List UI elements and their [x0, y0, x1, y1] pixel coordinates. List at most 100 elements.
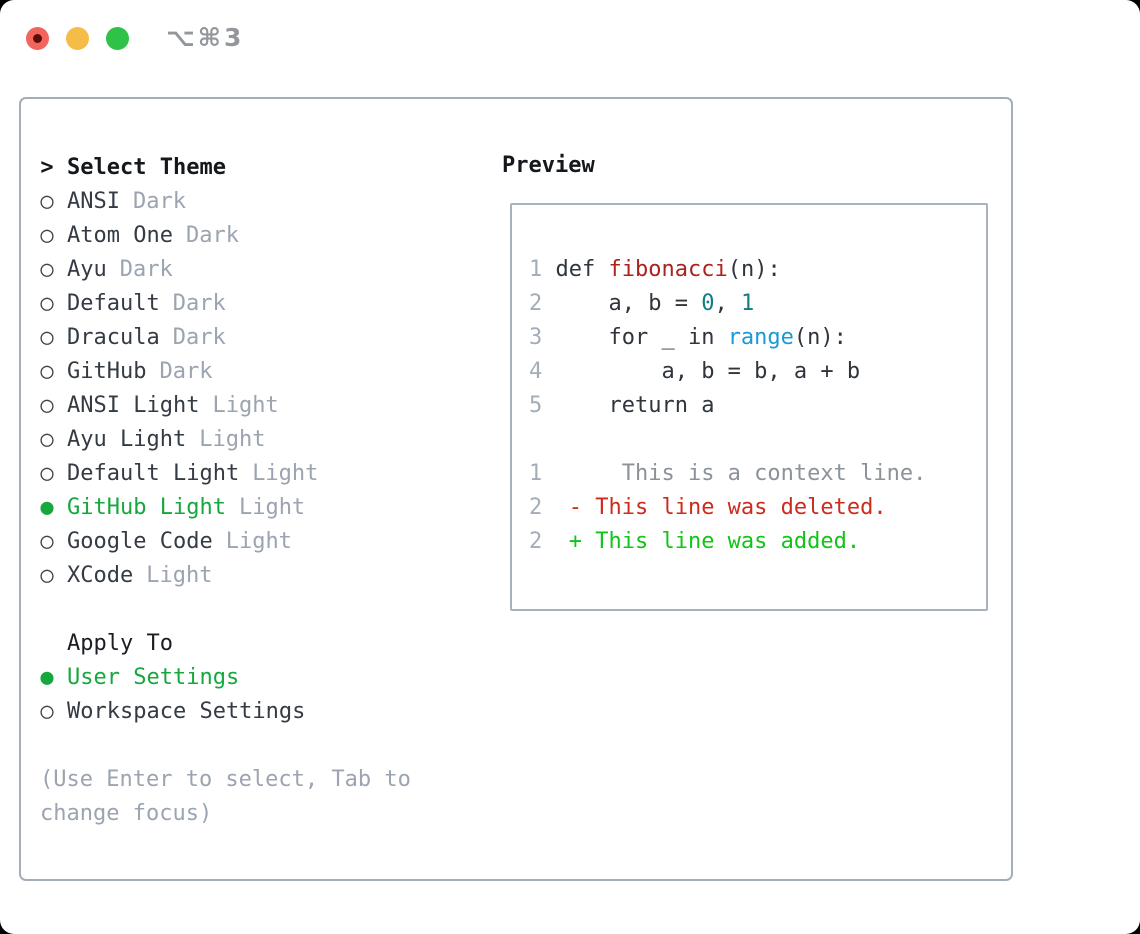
theme-option-google-code[interactable]: ○ Google Code Light — [40, 525, 480, 559]
minimize-button[interactable] — [66, 27, 89, 50]
code-text: a, b = b, a + b — [542, 359, 861, 384]
spacer — [40, 593, 480, 627]
apply-to-header: Apply To — [40, 627, 480, 661]
theme-tag: Dark — [172, 291, 226, 316]
theme-selector-panel: > Select Theme ○ ANSI Dark ○ Atom One Da… — [19, 97, 1013, 881]
apply-option-user-settings[interactable]: ● User Settings — [40, 661, 480, 695]
radio-icon: ○ — [40, 223, 54, 248]
theme-option-github-light[interactable]: ● GitHub Light Light — [40, 491, 480, 525]
theme-option-ayu-light[interactable]: ○ Ayu Light Light — [40, 423, 480, 457]
code-text: a, b = — [542, 291, 702, 316]
apply-option-name: User Settings — [67, 665, 240, 690]
diff-context-line: 1 This is a context line. — [529, 457, 976, 491]
theme-preview-box: 1 def fibonacci(n): 2 a, b = 0, 1 3 for … — [510, 203, 988, 611]
code-line: 5 return a — [529, 389, 976, 423]
line-number: 2 — [529, 495, 543, 520]
theme-name: Google Code — [67, 529, 213, 554]
theme-name: GitHub — [67, 359, 147, 384]
radio-icon: ○ — [40, 291, 54, 316]
line-number: 4 — [529, 359, 543, 384]
radio-icon: ○ — [40, 257, 54, 282]
radio-icon: ○ — [40, 189, 54, 214]
line-number: 2 — [529, 291, 543, 316]
line-number: 5 — [529, 393, 543, 418]
radio-icon: ○ — [40, 699, 54, 724]
code-line: 4 a, b = b, a + b — [529, 355, 976, 389]
theme-tag: Light — [212, 393, 279, 418]
code-text: range — [727, 325, 794, 350]
line-number: 1 — [529, 461, 543, 486]
diff-text: + This line was added. — [542, 529, 861, 554]
keyboard-hint: (Use Enter to select, Tab to change focu… — [40, 767, 411, 826]
theme-name: ANSI Light — [67, 393, 200, 418]
code-text: fibonacci — [608, 257, 728, 282]
line-number: 1 — [529, 257, 543, 282]
theme-option-xcode[interactable]: ○ XCode Light — [40, 559, 480, 593]
theme-option-default-dark[interactable]: ○ Default Dark — [40, 287, 480, 321]
diff-text: - This line was deleted. — [542, 495, 887, 520]
theme-tag: Light — [199, 427, 266, 452]
apply-option-workspace-settings[interactable]: ○ Workspace Settings — [40, 695, 480, 729]
preview-title: Preview — [502, 153, 595, 178]
window-title-shortcut: ⌥⌘3 — [166, 23, 245, 52]
theme-tag: Light — [252, 461, 319, 486]
theme-option-atom-one-dark[interactable]: ○ Atom One Dark — [40, 219, 480, 253]
theme-name: Atom One — [67, 223, 173, 248]
theme-option-dracula-dark[interactable]: ○ Dracula Dark — [40, 321, 480, 355]
radio-icon: ○ — [40, 529, 54, 554]
select-theme-header: > Select Theme — [40, 151, 480, 185]
code-text: (n): — [793, 325, 847, 350]
radio-icon: ○ — [40, 427, 54, 452]
theme-option-ayu-dark[interactable]: ○ Ayu Dark — [40, 253, 480, 287]
code-text: for _ in — [542, 325, 728, 350]
close-button[interactable] — [26, 27, 49, 50]
theme-tag: Dark — [185, 223, 239, 248]
theme-option-ansi-light[interactable]: ○ ANSI Light Light — [40, 389, 480, 423]
apply-to-label: Apply To — [67, 631, 173, 656]
cursor-icon: > — [40, 155, 54, 180]
theme-name: XCode — [67, 563, 134, 588]
radio-icon: ○ — [40, 359, 54, 384]
theme-option-default-light[interactable]: ○ Default Light Light — [40, 457, 480, 491]
theme-name: ANSI — [67, 189, 120, 214]
radio-icon: ○ — [40, 325, 54, 350]
theme-name: Ayu Light — [67, 427, 187, 452]
radio-icon: ○ — [40, 563, 54, 588]
theme-tag: Light — [146, 563, 213, 588]
theme-option-ansi-dark[interactable]: ○ ANSI Dark — [40, 185, 480, 219]
theme-tag: Dark — [159, 359, 213, 384]
bullet-placeholder — [40, 627, 54, 661]
diff-added-line: 2 + This line was added. — [529, 525, 976, 559]
maximize-button[interactable] — [106, 27, 129, 50]
code-line: 1 def fibonacci(n): — [529, 253, 976, 287]
radio-selected-icon: ● — [40, 665, 54, 690]
blank-line — [529, 423, 976, 457]
code-line: 3 for _ in range(n): — [529, 321, 976, 355]
diff-text: This is a context line. — [542, 461, 927, 486]
code-text: , — [714, 291, 741, 316]
theme-option-github-dark[interactable]: ○ GitHub Dark — [40, 355, 480, 389]
line-number: 2 — [529, 529, 543, 554]
code-text: return a — [542, 393, 715, 418]
code-text: (n): — [727, 257, 781, 282]
code-text: def — [542, 257, 609, 282]
theme-tag: Dark — [132, 189, 186, 214]
select-theme-label: Select Theme — [67, 155, 226, 180]
theme-list: > Select Theme ○ ANSI Dark ○ Atom One Da… — [40, 151, 480, 831]
diff-deleted-line: 2 - This line was deleted. — [529, 491, 976, 525]
theme-tag: Dark — [119, 257, 173, 282]
theme-name: Ayu — [67, 257, 107, 282]
theme-tag: Dark — [172, 325, 226, 350]
line-number: 3 — [529, 325, 543, 350]
code-text: 1 — [740, 291, 755, 316]
radio-icon: ○ — [40, 393, 54, 418]
theme-name: Default — [67, 291, 160, 316]
apply-option-name: Workspace Settings — [67, 699, 306, 724]
theme-tag: Light — [238, 495, 306, 520]
theme-name: Dracula — [67, 325, 160, 350]
theme-name: Default Light — [67, 461, 240, 486]
theme-tag: Light — [225, 529, 292, 554]
spacer — [40, 729, 480, 763]
radio-icon: ○ — [40, 461, 54, 486]
